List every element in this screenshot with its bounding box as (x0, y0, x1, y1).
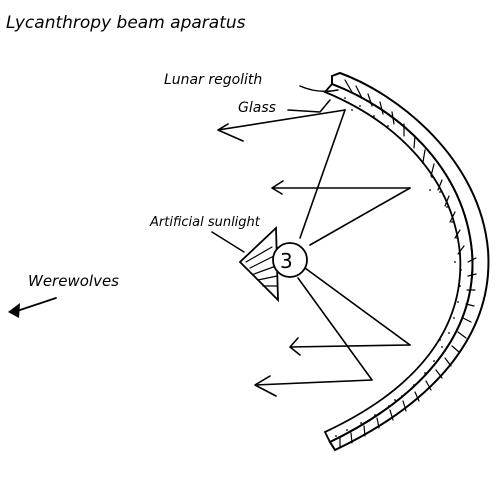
ray-in-3 (304, 267, 411, 346)
ray-out-1 (217, 109, 346, 142)
label-werewolves: Werewolves (28, 272, 119, 290)
glass-dots (335, 97, 462, 437)
pointer-regolith (299, 85, 339, 93)
label-lunar-regolith: Lunar regolith (164, 72, 262, 88)
bulb (272, 242, 308, 278)
label-glass: Glass (238, 100, 276, 116)
diagram-title: Lycanthropy beam aparatus (6, 13, 246, 33)
ray-out-2 (271, 180, 411, 195)
ray-in-2 (309, 187, 411, 246)
ray-out-3 (289, 337, 411, 356)
label-artificial-sunlight: Artificial sunlight (149, 215, 261, 230)
artificial-sunlight-source: 3 (238, 225, 308, 303)
reflected-rays (217, 109, 411, 397)
werewolves-arrow (8, 297, 57, 318)
lamp-hatching (245, 246, 279, 287)
pointer-glass (287, 99, 331, 113)
bulb-mark: 3 (280, 249, 293, 273)
incoming-rays (297, 109, 411, 381)
regolith-layer (328, 71, 490, 452)
mirror-assembly (323, 71, 490, 452)
ray-in-1 (299, 109, 346, 239)
ray-out-4 (254, 375, 373, 397)
pointer-sunlight (211, 231, 245, 253)
ray-in-4 (297, 277, 373, 381)
glass-layer (323, 82, 474, 444)
